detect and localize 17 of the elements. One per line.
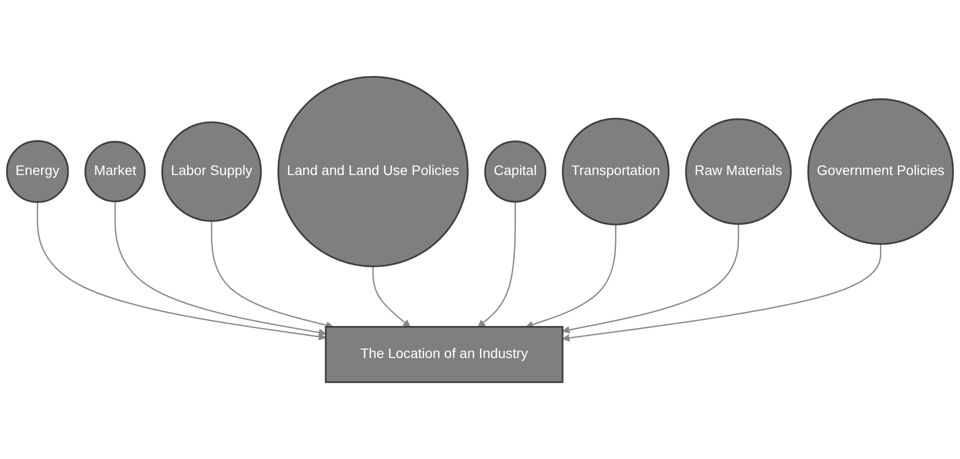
- node-circle: Energy: [6, 140, 69, 203]
- node-circle: Capital: [484, 140, 546, 203]
- node-circle: Labor Supply: [161, 121, 262, 222]
- arrow: [36, 202, 326, 340]
- node-box: The Location of an Industry: [324, 326, 564, 384]
- arrow: [372, 266, 411, 328]
- node-circle: Transportation: [562, 118, 670, 226]
- arrow: [114, 201, 326, 336]
- arrow: [562, 224, 740, 334]
- arrow: [210, 220, 334, 329]
- node-circle: Market: [84, 140, 146, 202]
- node-circle: Land and Land Use Policies: [277, 76, 469, 268]
- arrow: [478, 202, 516, 328]
- arrow: [526, 224, 616, 328]
- node-circle: Raw Materials: [685, 118, 792, 225]
- node-circle: Government Policies: [807, 98, 954, 245]
- arrow: [562, 244, 882, 342]
